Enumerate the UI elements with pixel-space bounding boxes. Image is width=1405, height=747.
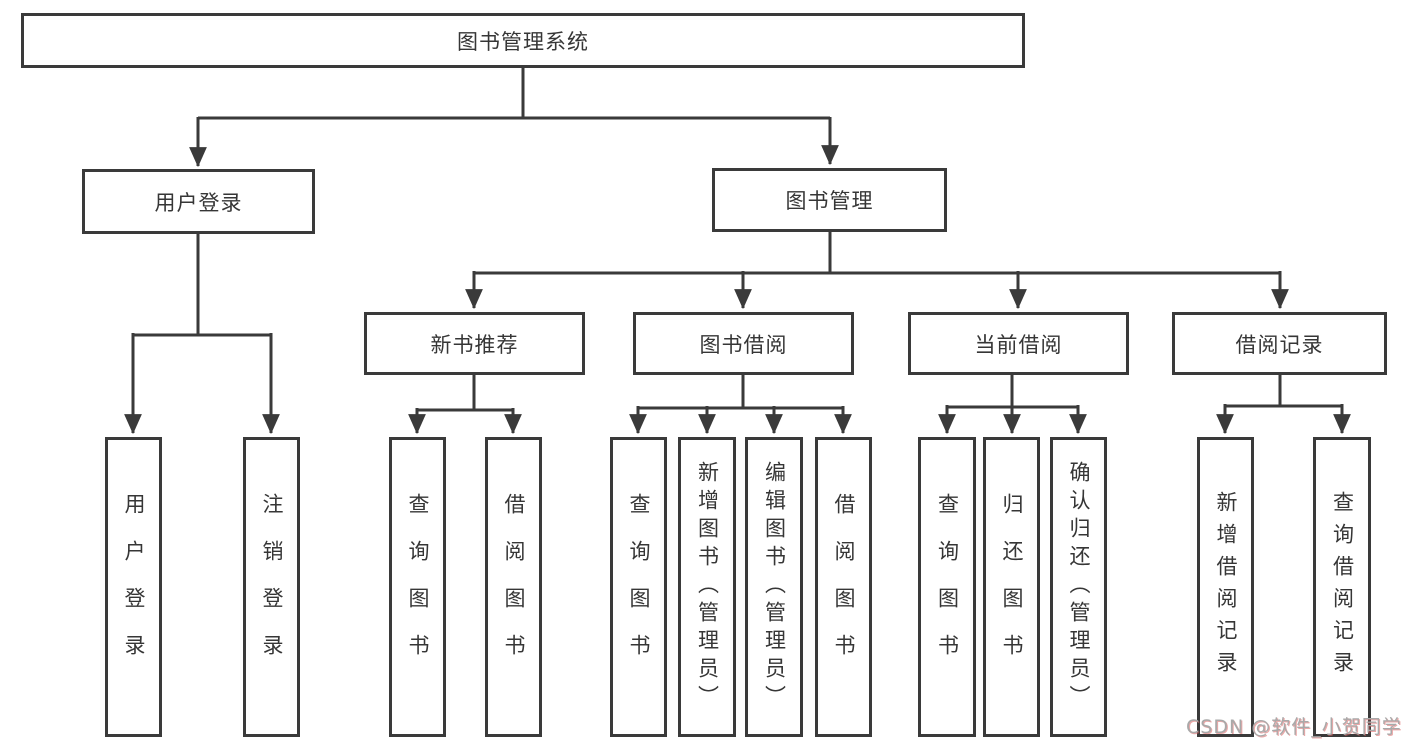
node-current-borrow: 当前借阅 — [908, 312, 1129, 375]
node-user-login: 用户登录 — [82, 169, 315, 234]
leaf-return-book-label: 归还图书 — [1000, 493, 1024, 681]
node-root-label: 图书管理系统 — [457, 29, 589, 54]
node-book-borrow: 图书借阅 — [633, 312, 854, 375]
leaf-confirm-return-admin-label: 确认归还（管理员） — [1067, 461, 1091, 713]
leaf-confirm-return-admin: 确认归还（管理员） — [1050, 437, 1107, 737]
leaf-query-borrow-record: 查询借阅记录 — [1313, 437, 1371, 737]
leaf-logout-login-label: 注销登录 — [260, 493, 284, 681]
leaf-current-query-book-label: 查询图书 — [935, 493, 960, 681]
leaf-newbook-borrow-book-label: 借阅图书 — [502, 493, 526, 681]
node-book-management: 图书管理 — [712, 168, 947, 232]
node-new-book-recommend-label: 新书推荐 — [430, 332, 519, 357]
node-book-borrow-label: 图书借阅 — [699, 332, 788, 357]
node-borrow-record-label: 借阅记录 — [1235, 332, 1324, 357]
leaf-newbook-query-book: 查询图书 — [389, 437, 446, 737]
leaf-user-login: 用户登录 — [105, 437, 162, 737]
node-current-borrow-label: 当前借阅 — [974, 332, 1063, 357]
leaf-borrow-book-label: 借阅图书 — [832, 493, 856, 681]
node-user-login-label: 用户登录 — [154, 190, 243, 215]
node-new-book-recommend: 新书推荐 — [364, 312, 585, 375]
leaf-add-borrow-record-label: 新增借阅记录 — [1214, 491, 1238, 683]
leaf-newbook-query-book-label: 查询图书 — [406, 493, 430, 681]
leaf-add-borrow-record: 新增借阅记录 — [1197, 437, 1254, 737]
node-root-system: 图书管理系统 — [21, 13, 1025, 68]
leaf-logout-login: 注销登录 — [243, 437, 300, 737]
leaf-edit-book-admin: 编辑图书（管理员） — [745, 437, 803, 737]
csdn-watermark: CSDN @软件_小贺同学 — [1186, 716, 1402, 738]
leaf-add-book-admin-label: 新增图书（管理员） — [695, 461, 720, 713]
leaf-current-query-book: 查询图书 — [918, 437, 976, 737]
leaf-borrow-book: 借阅图书 — [815, 437, 872, 737]
leaf-borrow-query-book: 查询图书 — [610, 437, 667, 737]
node-borrow-record: 借阅记录 — [1172, 312, 1387, 375]
leaf-query-borrow-record-label: 查询借阅记录 — [1330, 491, 1355, 683]
leaf-return-book: 归还图书 — [983, 437, 1040, 737]
leaf-newbook-borrow-book: 借阅图书 — [485, 437, 542, 737]
leaf-user-login-label: 用户登录 — [122, 493, 146, 681]
node-book-management-label: 图书管理 — [785, 189, 874, 213]
leaf-edit-book-admin-label: 编辑图书（管理员） — [762, 461, 787, 713]
leaf-add-book-admin: 新增图书（管理员） — [678, 437, 736, 737]
leaf-borrow-query-book-label: 查询图书 — [627, 493, 651, 681]
